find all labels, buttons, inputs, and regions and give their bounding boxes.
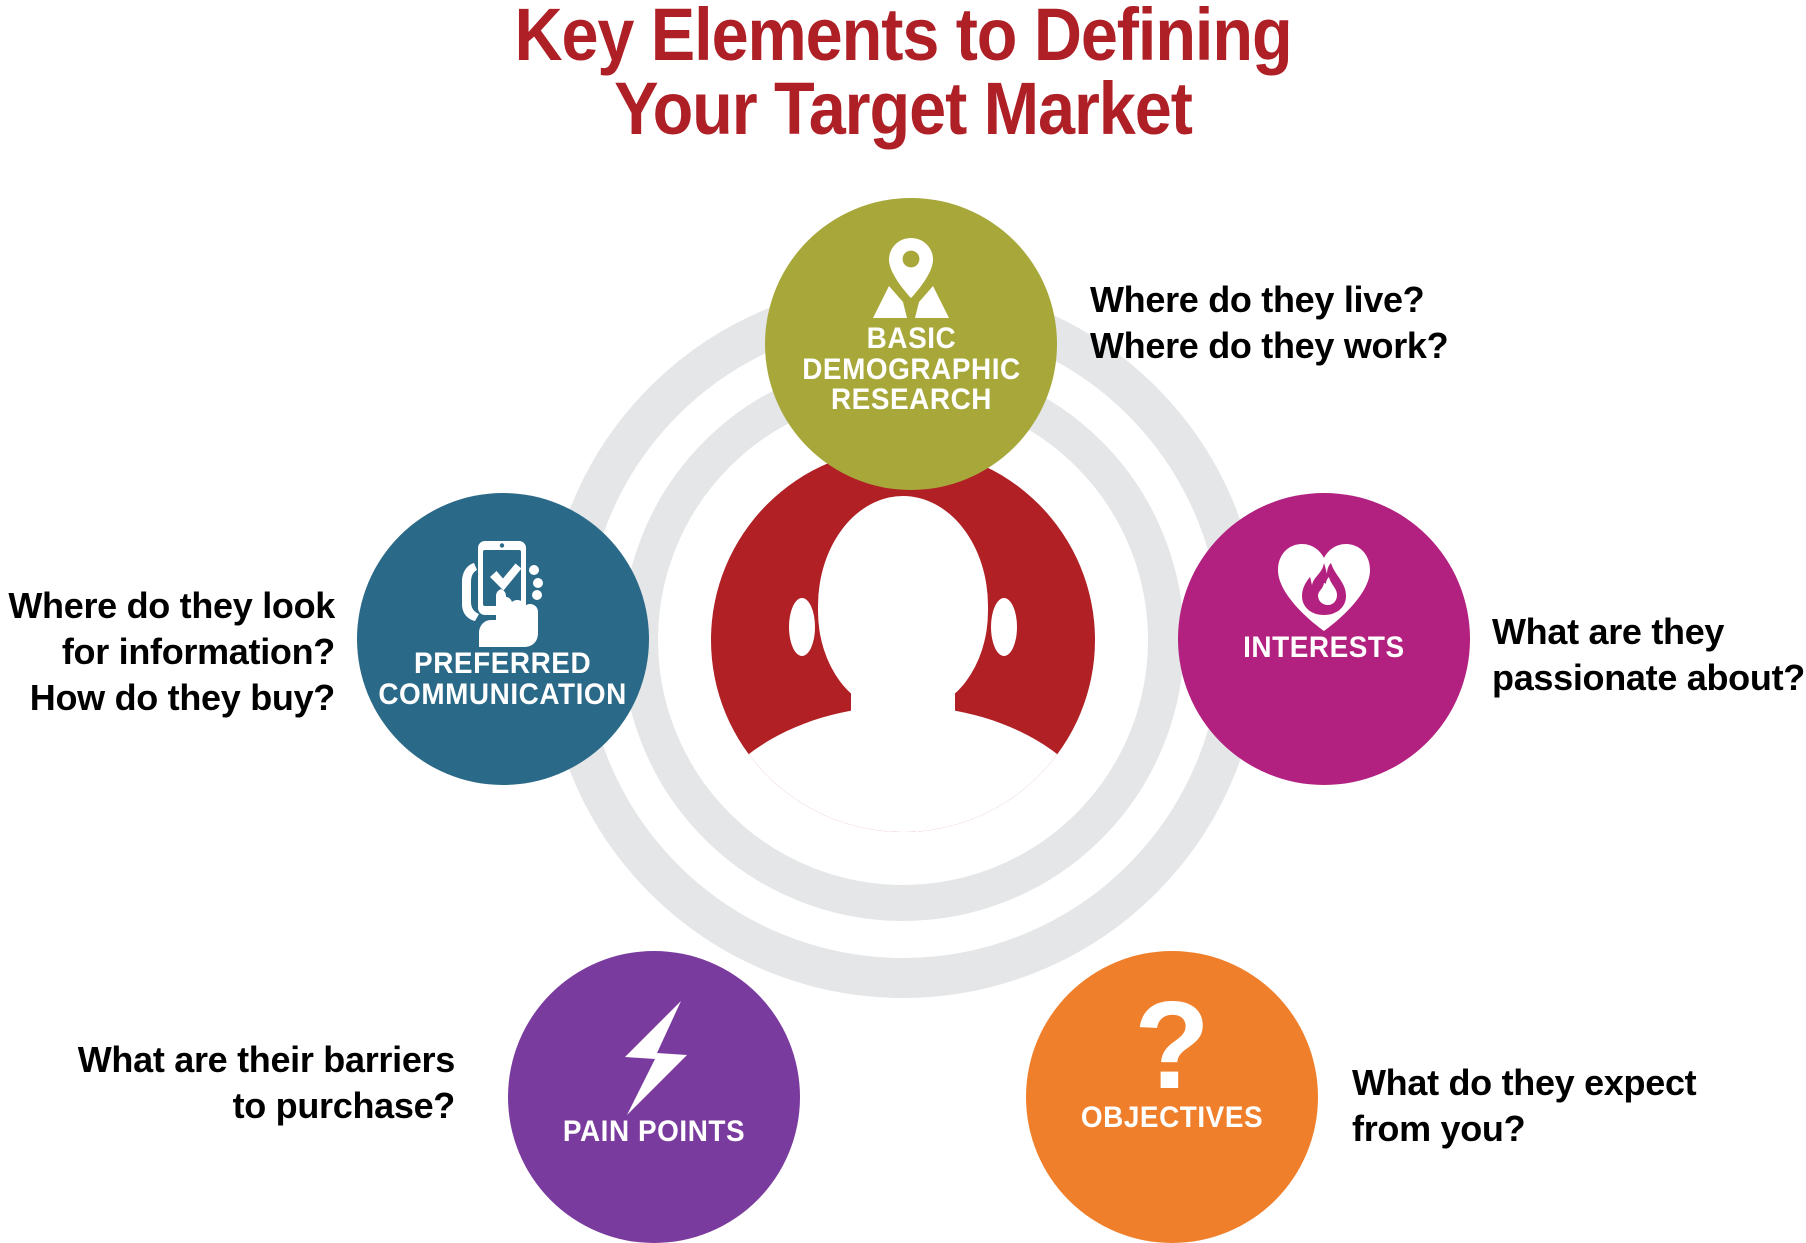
callout-pain-points: What are their barriers to purchase? (77, 1039, 456, 1127)
node-label: PAIN POINTS (562, 1115, 746, 1148)
question-mark-icon: ? (1026, 977, 1318, 1115)
node-label: INTERESTS (1243, 631, 1405, 664)
node-label: BASIC DEMOGRAPHIC RESEARCH (801, 322, 1021, 417)
node-pain-points[interactable]: PAIN POINTS (508, 951, 800, 1243)
node-basic-demographic-research[interactable]: BASIC DEMOGRAPHIC RESEARCH (765, 198, 1057, 490)
node-label: OBJECTIVES (1080, 1100, 1264, 1134)
lightning-bolt-icon (508, 999, 800, 1117)
avatar-head-shape (818, 496, 988, 711)
node-objectives[interactable]: ? OBJECTIVES (1026, 951, 1318, 1243)
node-label: PREFERRED COMMUNICATION (378, 647, 628, 711)
page-title: Key Elements to Defining Your Target Mar… (514, 0, 1292, 150)
callout-objectives: What do they expect from you? (1352, 1062, 1697, 1150)
callout-interests: What are they passionate about? (1492, 611, 1805, 699)
node-interests[interactable]: INTERESTS (1178, 493, 1470, 785)
question-mark-glyph: ? (1134, 977, 1210, 1115)
heart-flame-icon (1178, 541, 1470, 633)
avatar-ear-right-shape (991, 598, 1017, 656)
avatar-ear-left-shape (789, 598, 815, 656)
node-preferred-communication[interactable]: PREFERRED COMMUNICATION (357, 493, 649, 785)
hand-smartphone-checkmark-icon (357, 537, 649, 649)
callout-preferred-communication: Where do they look for information? How … (8, 585, 335, 719)
callout-basic-demographic-research: Where do they live? Where do they work? (1090, 279, 1449, 367)
map-pin-location-icon (765, 236, 1057, 324)
target-customer-avatar (711, 448, 1095, 832)
